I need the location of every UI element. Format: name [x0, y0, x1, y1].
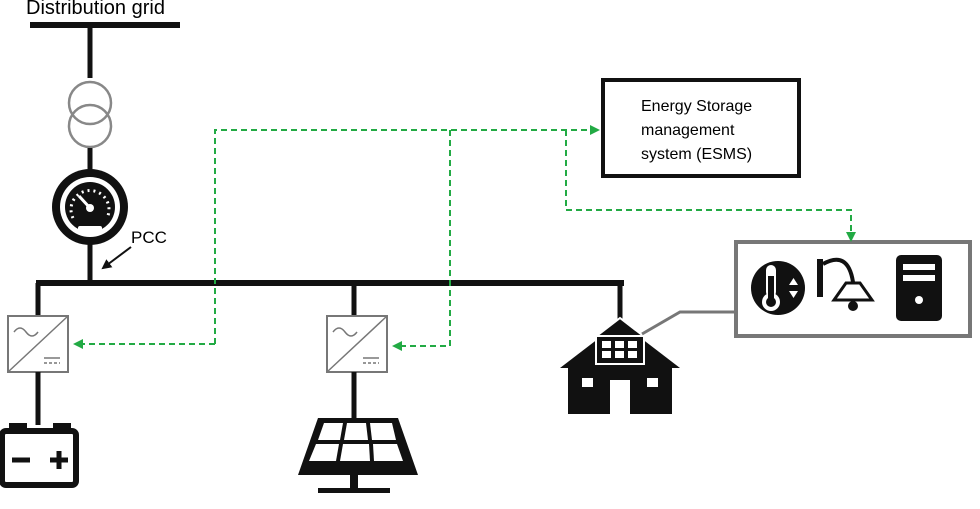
loads-signal-link: [565, 130, 856, 242]
meter-icon: [52, 169, 128, 245]
house-icon: [560, 316, 680, 414]
solar-signal-link: [392, 130, 451, 351]
house-to-loads-connector: [641, 310, 736, 336]
converter-icon: [7, 315, 69, 373]
pcc-pointer: [101, 246, 132, 270]
computer-tower-icon: [896, 255, 942, 321]
esms-box: Energy Storage management system (ESMS): [601, 78, 801, 178]
battery-icon: [0, 423, 79, 488]
thermostat-icon: [751, 261, 805, 315]
battery-signal-link: [214, 125, 600, 344]
esms-label: Energy Storage management system (ESMS): [641, 98, 753, 163]
converter-icon: [326, 315, 388, 373]
lamp-icon: [817, 257, 875, 311]
pcc-label: PCC: [131, 228, 167, 247]
distribution-grid-label: Distribution grid: [26, 0, 165, 19]
transformer-icon: [67, 80, 113, 149]
solar-panel-icon: [298, 418, 418, 493]
